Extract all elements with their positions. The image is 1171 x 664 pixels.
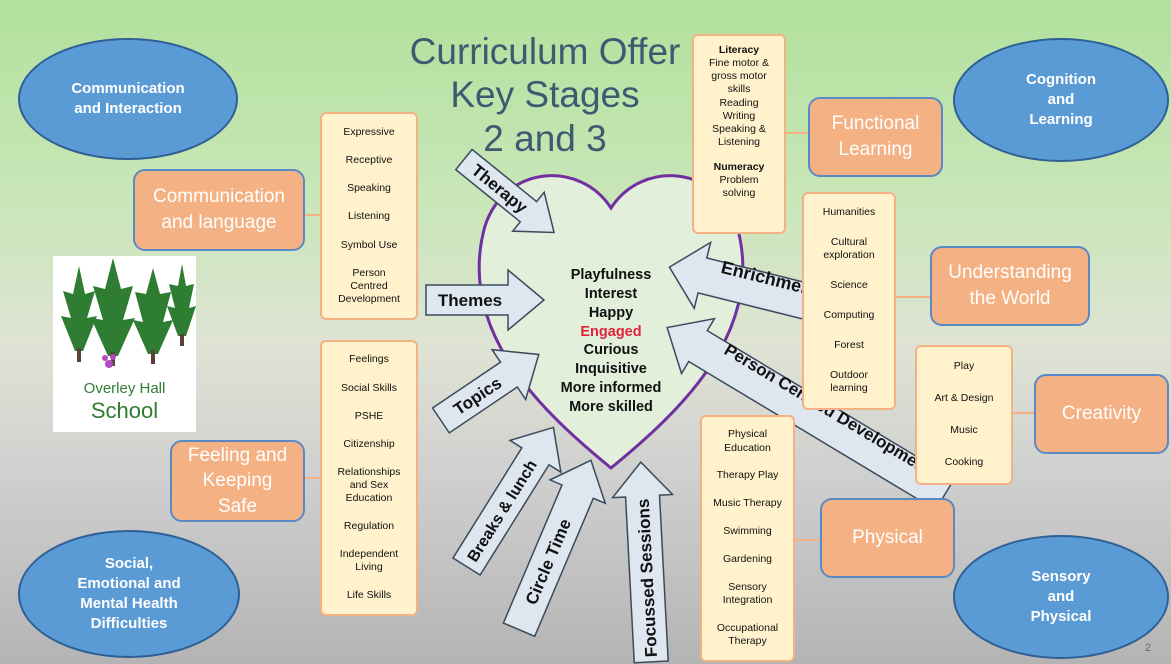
list-item: Music [950, 424, 978, 437]
list-item: Fine motor & gross motor skills [708, 57, 770, 96]
list-physical-activities: Physical Education Therapy Play Music Th… [700, 415, 795, 662]
arrow-label-themes: Themes [438, 291, 502, 310]
heart-word: Inquisitive [575, 361, 647, 378]
list-item: Outdoor learning [830, 369, 868, 395]
list-item: Expressive [343, 125, 395, 138]
box-physical: Physical [820, 498, 955, 578]
list-item: Citizenship [343, 437, 395, 450]
list-item: Physical Education [724, 428, 771, 454]
heart-word-list: Playfulness Interest Happy Engaged Curio… [540, 266, 682, 417]
list-item: Science [830, 279, 868, 292]
arrow-focussed-sessions: Focussed Sessions [610, 461, 675, 664]
list-item: Music Therapy [713, 497, 782, 510]
list-item: Speaking [347, 182, 391, 195]
heart-word: Interest [584, 285, 638, 302]
list-item: Gardening [722, 553, 773, 566]
list-heading-literacy: Literacy [718, 44, 760, 56]
heart-word: Playfulness [570, 267, 652, 283]
list-item: Life Skills [346, 589, 392, 602]
heart-word: Happy [588, 304, 634, 321]
list-item: Symbol Use [340, 238, 398, 251]
school-logo: Overley Hall School [53, 256, 196, 432]
list-item: Humanities [822, 206, 876, 219]
box-understanding-world: Understanding the World [930, 246, 1090, 326]
list-item: Occupational Therapy [716, 622, 779, 648]
list-creativity-subjects: Play Art & Design Music Cooking [915, 345, 1013, 485]
heart-word: More informed [560, 380, 662, 397]
list-item: Writing [722, 109, 756, 122]
list-item: Therapy Play [716, 469, 779, 482]
list-item: Reading [719, 96, 759, 109]
list-item: Swimming [723, 525, 772, 538]
list-item: Cultural exploration [823, 236, 875, 262]
list-item: Cooking [944, 456, 984, 469]
list-item: Listening [347, 210, 391, 223]
heart-word: More skilled [569, 398, 653, 415]
heart-word: Curious [583, 342, 639, 359]
list-item: Speaking & Listening [712, 122, 766, 148]
list-world-subjects: Humanities Cultural exploration Science … [802, 192, 896, 410]
list-item: Sensory Integration [722, 581, 773, 607]
list-item: Person Centred Development [338, 266, 400, 306]
list-item: Art & Design [934, 392, 994, 405]
box-feeling-keeping-safe: Feeling and Keeping Safe [170, 440, 305, 522]
page-number: 2 [1145, 642, 1152, 654]
box-functional-learning: Functional Learning [808, 97, 943, 177]
list-item: Relationships and Sex Education [337, 465, 401, 505]
list-communication-skills: Expressive Receptive Speaking Listening … [320, 112, 418, 320]
box-creativity: Creativity [1034, 374, 1169, 454]
arrow-topics: Topics [431, 348, 540, 434]
list-item: Forest [834, 339, 864, 352]
list-item: Problem solving [719, 174, 759, 200]
logo-line-1: Overley Hall [83, 380, 166, 397]
list-heading-numeracy: Numeracy [713, 161, 765, 173]
connector-lines [305, 132, 1034, 541]
heart-word-highlighted: Engaged [580, 323, 642, 340]
list-item: Regulation [343, 520, 395, 533]
list-item: Receptive [345, 153, 393, 166]
list-item: Computing [823, 309, 875, 322]
list-item: Independent Living [339, 548, 399, 574]
list-feelings-safety: Feelings Social Skills PSHE Citizenship … [320, 340, 418, 616]
list-item: PSHE [354, 409, 384, 422]
box-communication-language: Communication and language [133, 169, 305, 251]
oval-cognition-learning: Cognition and Learning [953, 38, 1169, 162]
list-functional-skills: Literacy Fine motor & gross motor skills… [692, 34, 786, 234]
oval-social-emotional: Social, Emotional and Mental Health Diff… [18, 530, 240, 658]
list-item: Social Skills [340, 381, 398, 394]
arrow-themes: Themes [425, 268, 546, 332]
arrow-label-breaks-lunch: Breaks & lunch [465, 457, 541, 565]
list-item: Feelings [349, 353, 389, 366]
list-item: Play [953, 360, 975, 373]
page-title: Curriculum Offer Key Stages 2 and 3 [409, 31, 681, 159]
tree-logo-icon [61, 258, 196, 368]
oval-sensory-physical: Sensory and Physical [953, 535, 1169, 659]
oval-communication-interaction: Communication and Interaction [18, 38, 238, 160]
logo-line-2: School [90, 397, 159, 423]
heart-shape [477, 174, 745, 470]
